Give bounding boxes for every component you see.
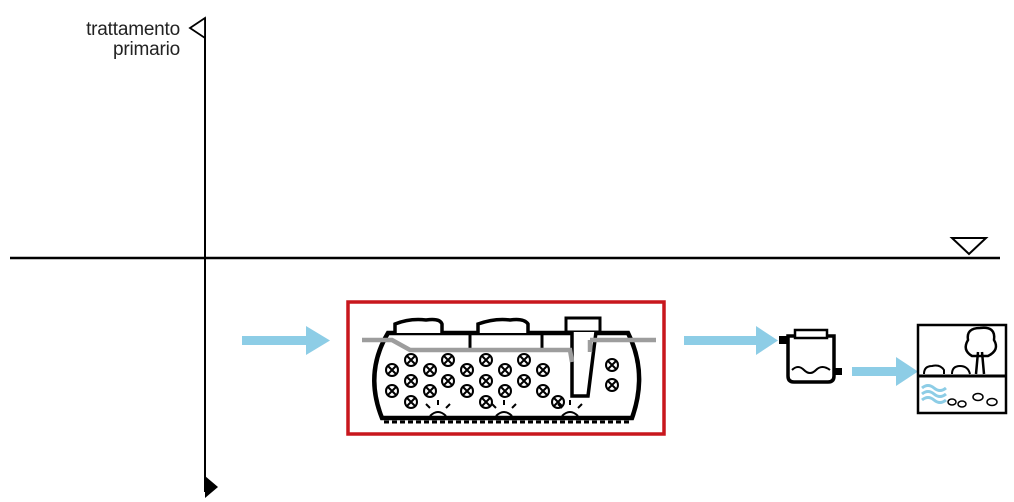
landscape-discharge-icon: [916, 323, 1008, 415]
hollow-triangle-left-icon: [188, 16, 206, 40]
stage-label-line1: trattamento: [86, 19, 180, 40]
septic-tank-icon: [362, 316, 656, 424]
stage-label-line2: primario: [112, 39, 180, 60]
flow-arrow-to-landscape: [852, 357, 918, 386]
highlight-frame: [346, 300, 666, 436]
small-tank-icon: [779, 328, 842, 384]
inflow-arrow: [242, 326, 330, 355]
filled-triangle-right-icon: [205, 476, 218, 498]
flow-arrow-to-small-tank: [684, 326, 778, 355]
water-level-triangle-icon: [949, 237, 989, 256]
stage-label: trattamento primario: [86, 20, 180, 60]
